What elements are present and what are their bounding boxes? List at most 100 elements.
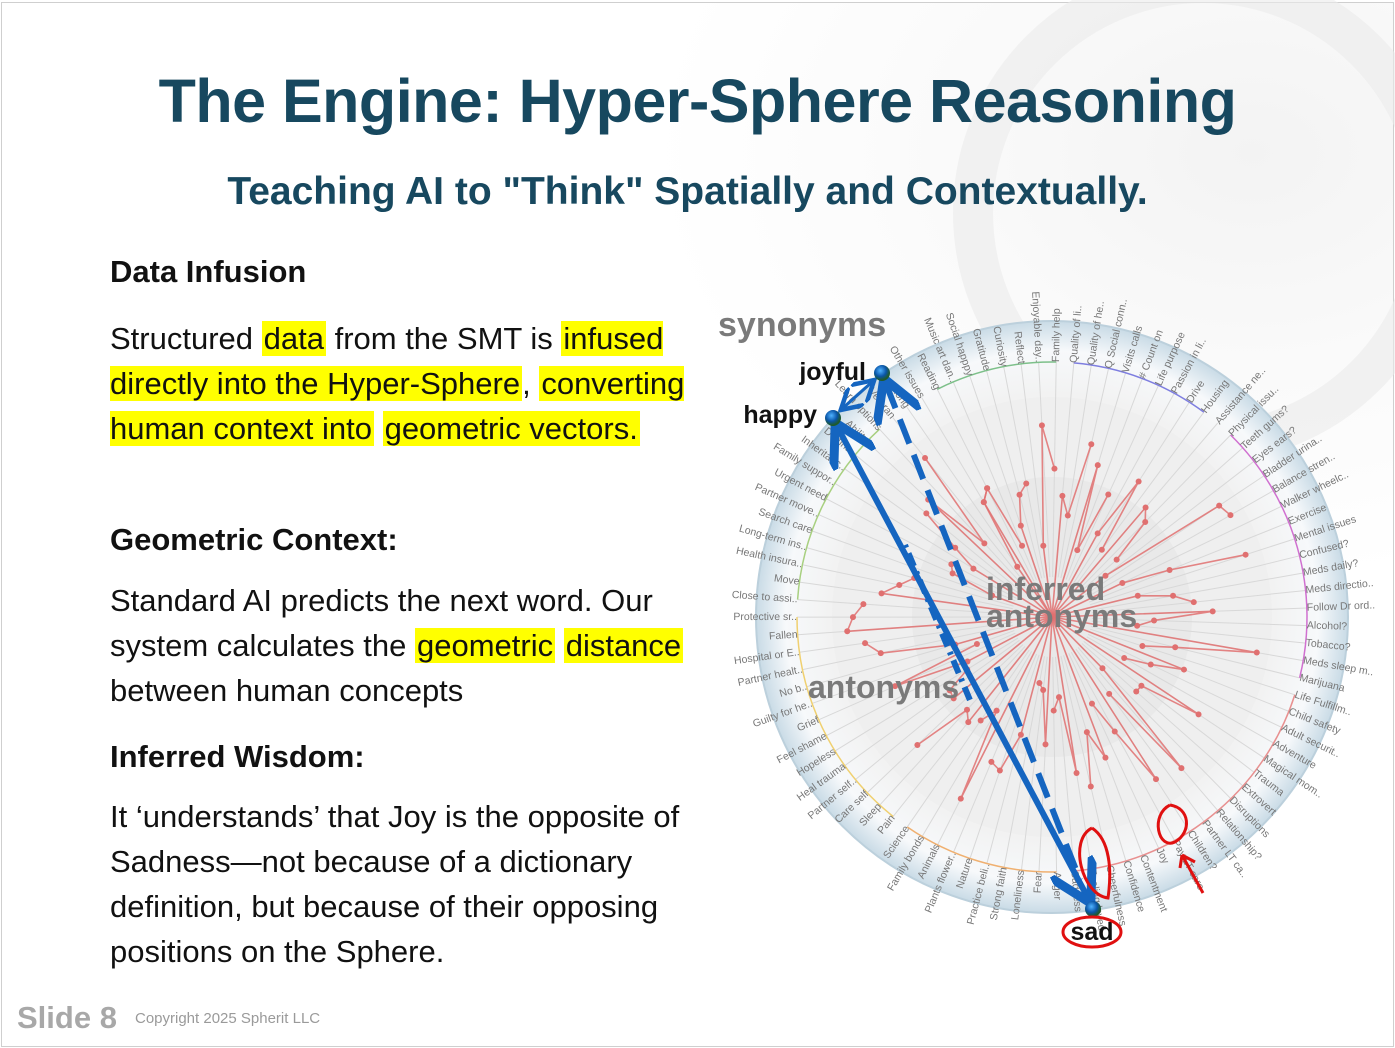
- response-point: [1055, 694, 1062, 701]
- sphere-label: Anger: [1051, 872, 1064, 901]
- synonyms-label: synonyms: [718, 306, 886, 344]
- response-polyline: [1051, 616, 1185, 671]
- happy-joyful-arrow: [843, 382, 872, 408]
- sphere-spoke: [1089, 628, 1295, 696]
- response-point: [1088, 441, 1095, 448]
- joyful-label: joyful: [798, 358, 866, 386]
- response-point: [1105, 491, 1112, 498]
- response-point: [1133, 688, 1140, 695]
- sphere-spoke: [1091, 589, 1306, 614]
- response-point: [1059, 492, 1066, 499]
- sphere-label: Family help: [1050, 308, 1063, 362]
- sphere-spoke: [1086, 490, 1274, 598]
- response-point: [877, 650, 884, 657]
- response-point: [1134, 622, 1141, 629]
- body-text: from the SMT is: [325, 321, 562, 356]
- sphere-spoke: [1089, 538, 1295, 606]
- response-point: [1216, 502, 1223, 509]
- response-point: [965, 719, 972, 726]
- response-polyline: [1051, 610, 1213, 627]
- response-point: [1170, 592, 1177, 599]
- section-body-inferred-wisdom: It ‘understands’ that Joy is the opposit…: [110, 794, 710, 974]
- response-point: [1151, 617, 1158, 624]
- response-point: [993, 707, 1000, 714]
- sphere-spoke: [1075, 411, 1205, 586]
- response-polyline: [1051, 616, 1199, 716]
- body-text: between human concepts: [110, 673, 464, 708]
- response-point: [1042, 741, 1049, 748]
- response-point: [922, 455, 929, 462]
- section-body-data-infusion: Structured data from the SMT is infused …: [110, 316, 730, 451]
- response-point: [1242, 551, 1249, 558]
- slide-subtitle: Teaching AI to "Think" Spatially and Con…: [227, 170, 1148, 213]
- response-point: [973, 641, 980, 648]
- sphere-spoke: [1075, 648, 1205, 822]
- antonyms-label: antonyms: [808, 669, 959, 705]
- sphere-spoke: [1077, 647, 1219, 811]
- body-text: It ‘understands’ that Joy is the opposit…: [110, 799, 680, 969]
- response-point: [1142, 504, 1149, 511]
- happy-label: happy: [743, 401, 817, 429]
- response-point: [970, 565, 977, 572]
- response-point: [860, 601, 867, 608]
- response-point: [1099, 665, 1106, 672]
- response-point: [1094, 462, 1101, 469]
- sphere-spoke: [1090, 626, 1300, 679]
- response-point: [1190, 599, 1197, 606]
- response-point: [1064, 512, 1071, 519]
- response-point: [1102, 754, 1109, 761]
- sad-node: [1085, 901, 1101, 917]
- sphere-label: Reflect: [1011, 331, 1027, 365]
- response-point: [844, 628, 851, 635]
- highlighted-text: data: [261, 321, 326, 356]
- response-point: [977, 717, 984, 724]
- response-point: [1102, 572, 1109, 579]
- sphere-spoke: [1081, 447, 1244, 591]
- response-point: [957, 795, 964, 802]
- response-point: [1195, 711, 1202, 718]
- section-body-geometric-context: Standard AI predicts the next word. Our …: [110, 578, 730, 713]
- response-polyline: [1051, 616, 1257, 654]
- response-point: [980, 499, 987, 506]
- response-point: [1142, 519, 1149, 526]
- response-point: [1147, 661, 1154, 668]
- sphere-label: Follow Dr ord..: [1307, 599, 1376, 613]
- response-point: [1098, 546, 1105, 553]
- response-point: [1106, 690, 1113, 697]
- response-point: [923, 510, 930, 517]
- response-point: [1088, 700, 1095, 707]
- response-point: [1019, 542, 1026, 549]
- response-polyline: [1051, 616, 1157, 780]
- copyright: Copyright 2025 Spherit LLC: [135, 1010, 321, 1027]
- sphere-label: Move: [773, 572, 800, 587]
- slide-number: Slide 8: [17, 1000, 117, 1035]
- response-point: [1113, 556, 1120, 563]
- sphere-label: Quality of li..: [1068, 305, 1085, 364]
- response-point: [1050, 707, 1057, 714]
- response-point: [1172, 644, 1179, 651]
- category-arc: [1073, 362, 1205, 413]
- response-point: [1074, 547, 1081, 554]
- response-point: [896, 582, 903, 589]
- sphere-spoke: [1091, 620, 1306, 644]
- sphere-spoke: [1083, 460, 1255, 593]
- inferred-antonyms-label: antonyms: [986, 598, 1137, 634]
- response-point: [1017, 522, 1024, 529]
- sad-circle-annotation: [1061, 915, 1123, 949]
- section-heading-inferred-wisdom: Inferred Wisdom:: [110, 739, 365, 774]
- sphere-spoke: [1088, 521, 1289, 603]
- response-point: [1139, 642, 1146, 649]
- response-point: [949, 570, 956, 577]
- response-point: [981, 540, 988, 547]
- response-point: [1119, 580, 1126, 587]
- response-point: [1166, 566, 1173, 573]
- response-point: [1014, 563, 1021, 570]
- response-point: [996, 767, 1003, 774]
- response-point: [1017, 731, 1024, 738]
- sphere-spoke: [1079, 434, 1231, 589]
- highlighted-text: distance: [563, 628, 684, 663]
- response-point: [1040, 542, 1047, 549]
- sphere-spoke: [1091, 617, 1307, 627]
- sphere-label: Protective sr..: [733, 611, 797, 623]
